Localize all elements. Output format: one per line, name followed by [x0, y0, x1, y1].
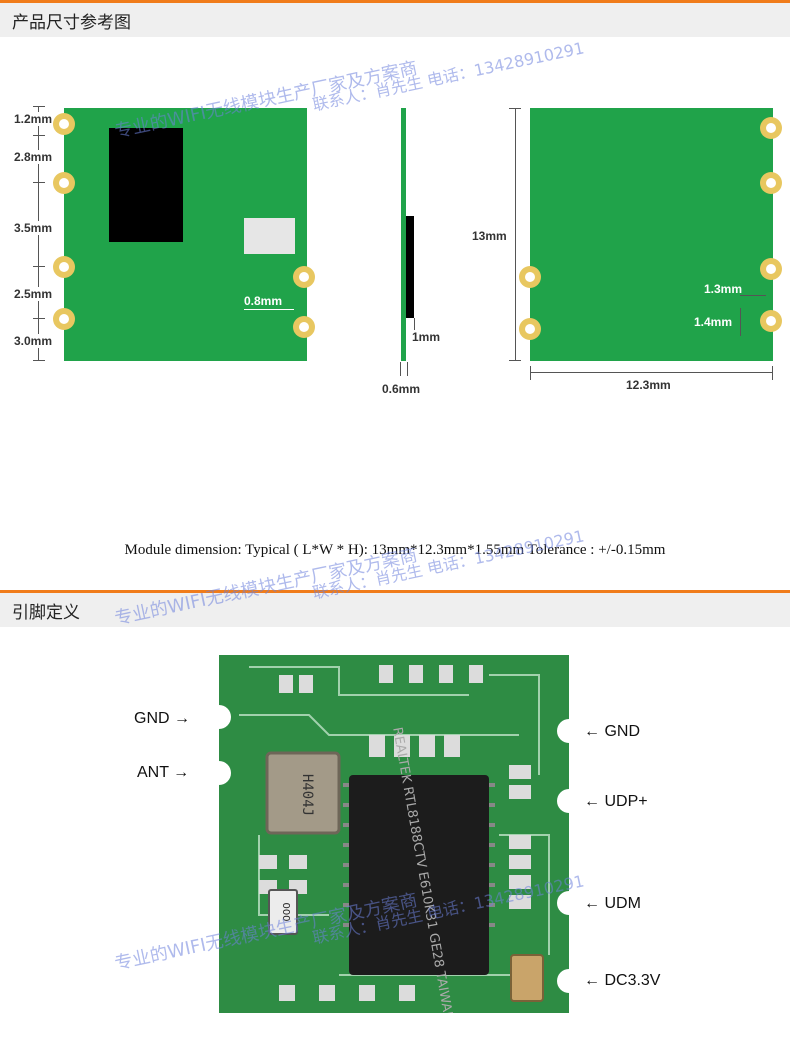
height-label: 13mm [472, 229, 507, 243]
pad [519, 266, 541, 288]
pad [519, 318, 541, 340]
arrow-right-icon: → [174, 710, 191, 727]
module-photo-graphic: H404J REALTEK RTL8188CTV E610K31 GE28 TA… [207, 655, 581, 1023]
pin-label-dc: ← DC3.3V [584, 972, 660, 990]
width-label: 12.3mm [626, 378, 671, 392]
tick [407, 362, 408, 376]
width-rail [530, 372, 773, 373]
pad-pitch-label: 1.3mm [704, 282, 743, 296]
arrow-left-icon: ← [584, 972, 605, 989]
top-view-chip [109, 128, 183, 242]
tick [509, 108, 521, 109]
pad [53, 172, 75, 194]
pad [53, 308, 75, 330]
pad-width-line [244, 309, 294, 310]
size-section-title: 产品尺寸参考图 [12, 13, 131, 33]
top-view-label-pad [244, 218, 295, 254]
pin-label-ant: ANT → [137, 764, 189, 782]
pad [293, 266, 315, 288]
pad-pitch-line [740, 295, 766, 296]
pad-width-label: 0.8mm [244, 294, 283, 308]
tick [530, 366, 531, 380]
pin-name: UDP+ [604, 793, 648, 810]
tick [33, 266, 45, 267]
dim-label: 1.2mm [14, 112, 53, 126]
pad [760, 172, 782, 194]
pad [53, 256, 75, 278]
pad [760, 258, 782, 280]
arrow-left-icon: ← [584, 895, 605, 912]
arrow-left-icon: ← [584, 723, 605, 740]
tick [509, 360, 521, 361]
size-section-header: 产品尺寸参考图 [0, 0, 790, 37]
side-view-chip [406, 216, 414, 318]
pin-name: UDM [604, 895, 641, 912]
pin-section-title: 引脚定义 [12, 603, 80, 623]
pad [760, 117, 782, 139]
pin-label-udm: ← UDM [584, 895, 641, 913]
pad [53, 113, 75, 135]
pin-section-header: 引脚定义 [0, 590, 790, 627]
height-rail [515, 108, 516, 361]
resistor [268, 889, 298, 935]
pin-label-gnd-left: GND → [134, 710, 190, 728]
dim-label: 2.8mm [14, 150, 53, 164]
arrow-left-icon: ← [584, 793, 605, 810]
bottom-view-board [530, 108, 773, 361]
tick [33, 135, 45, 136]
arrow-right-icon: → [173, 764, 190, 781]
pad [293, 316, 315, 338]
watermark-text: 联系人：肖先生 电话：13428910291 [310, 38, 586, 115]
tick [33, 360, 45, 361]
pin-name: DC3.3V [604, 972, 661, 989]
tick [33, 318, 45, 319]
pin-name: GND [604, 723, 641, 740]
pcb-thickness-label: 0.6mm [382, 382, 421, 396]
crystal-marking: H404J [299, 774, 315, 816]
tick [400, 362, 401, 376]
tick [740, 308, 741, 336]
crystal [265, 751, 341, 835]
pad-size-label: 1.4mm [694, 315, 733, 329]
pin-name: ANT [137, 764, 169, 781]
dim-label: 3.5mm [14, 221, 53, 235]
capacitor [510, 954, 544, 1002]
resistor-marking: 000 [280, 902, 291, 921]
pin-label-udp: ← UDP+ [584, 793, 648, 811]
pin-name: GND [134, 710, 170, 727]
tick [33, 182, 45, 183]
tick [33, 106, 45, 107]
chip-height-label: 1mm [412, 330, 441, 344]
tick [772, 366, 773, 380]
dim-label: 2.5mm [14, 287, 53, 301]
pad [760, 310, 782, 332]
tick [414, 318, 415, 330]
dim-label: 3.0mm [14, 334, 53, 348]
module-photo: H404J REALTEK RTL8188CTV E610K31 GE28 TA… [207, 655, 581, 1023]
ic-chip [349, 775, 489, 975]
pin-label-gnd-right: ← GND [584, 723, 640, 741]
side-view-board [401, 108, 406, 361]
dimension-caption: Module dimension: Typical ( L*W * H): 13… [124, 542, 666, 558]
